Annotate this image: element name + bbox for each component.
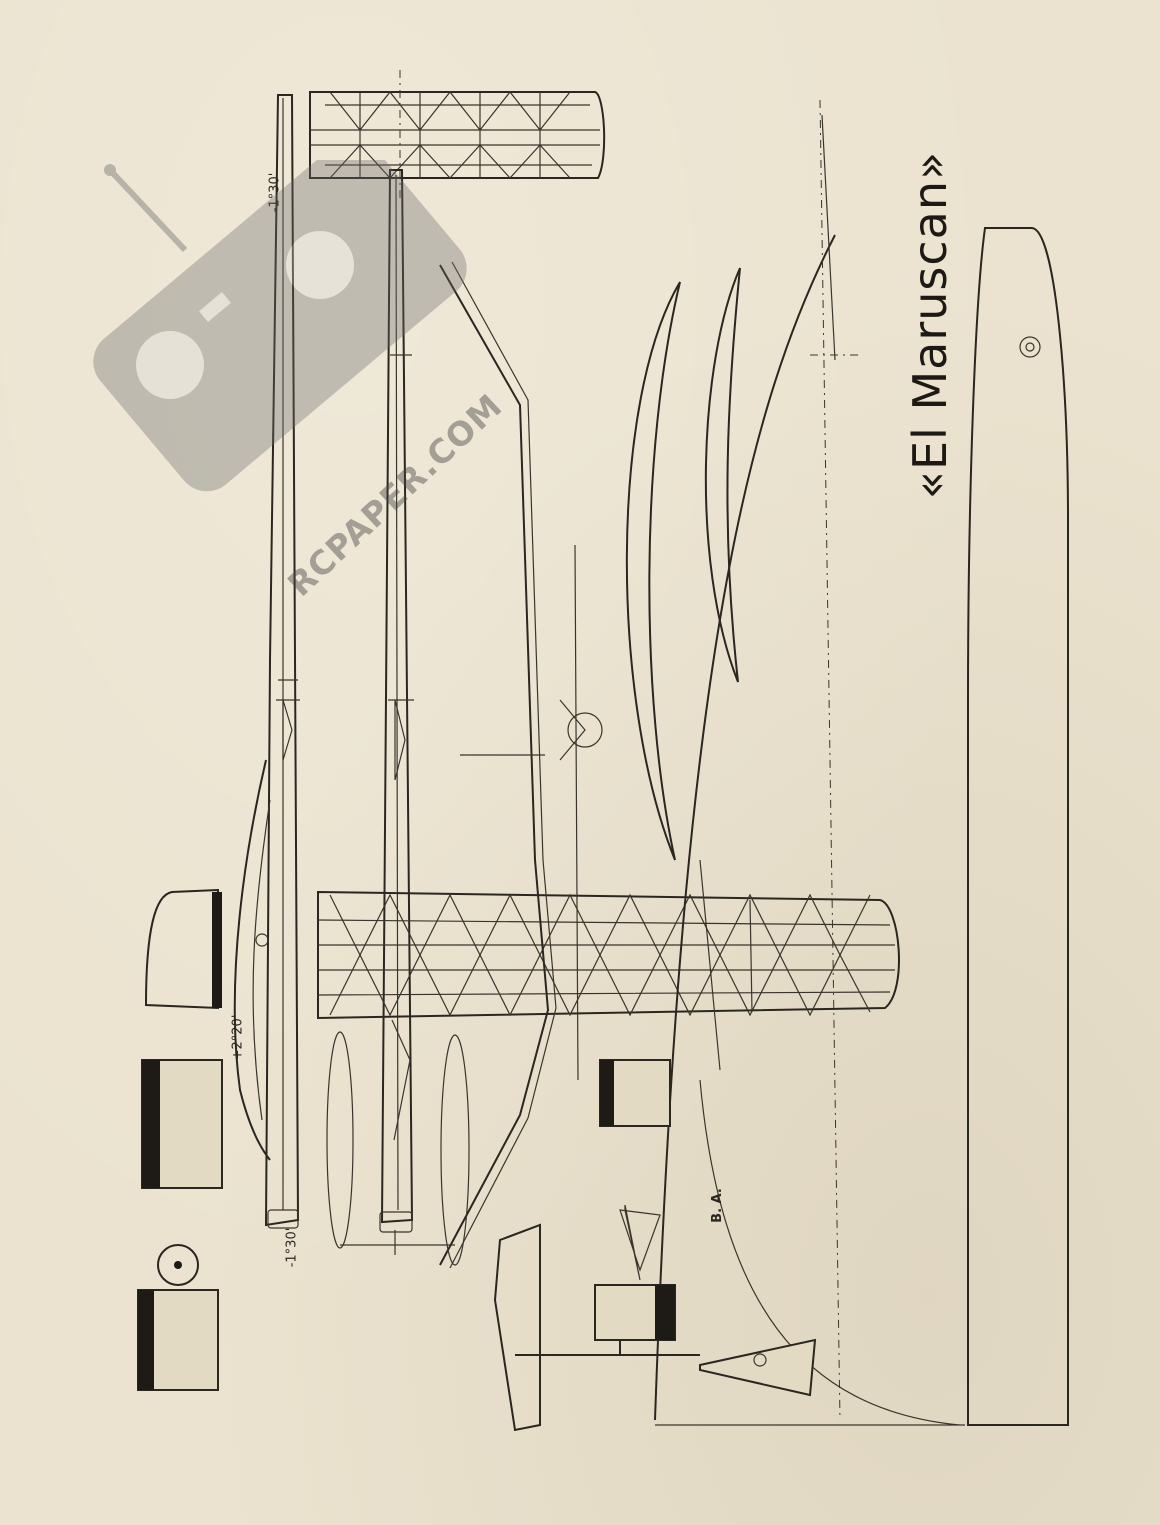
stabilizer-top-view xyxy=(309,70,606,200)
wing-top-view xyxy=(317,890,900,1020)
plan-title: «El Maruscan» xyxy=(903,150,957,500)
wing-rib-sections xyxy=(625,99,860,1421)
engine-mount-detail xyxy=(493,1204,817,1432)
ba-label: B. A. xyxy=(709,1188,725,1223)
wing-half-planform xyxy=(655,227,1069,1426)
wing-front-view xyxy=(439,261,603,1269)
wing-incidence-label: +2°20' xyxy=(230,1014,246,1061)
top-view-fuselage xyxy=(379,169,414,1233)
landing-gear-front-view xyxy=(326,1031,470,1266)
detail-sketches xyxy=(137,1059,671,1391)
stab-incidence-label: -1°30' xyxy=(267,172,283,213)
side-view-fuselage xyxy=(144,94,300,1229)
tail-angle-label: -1°30' xyxy=(284,1227,300,1268)
